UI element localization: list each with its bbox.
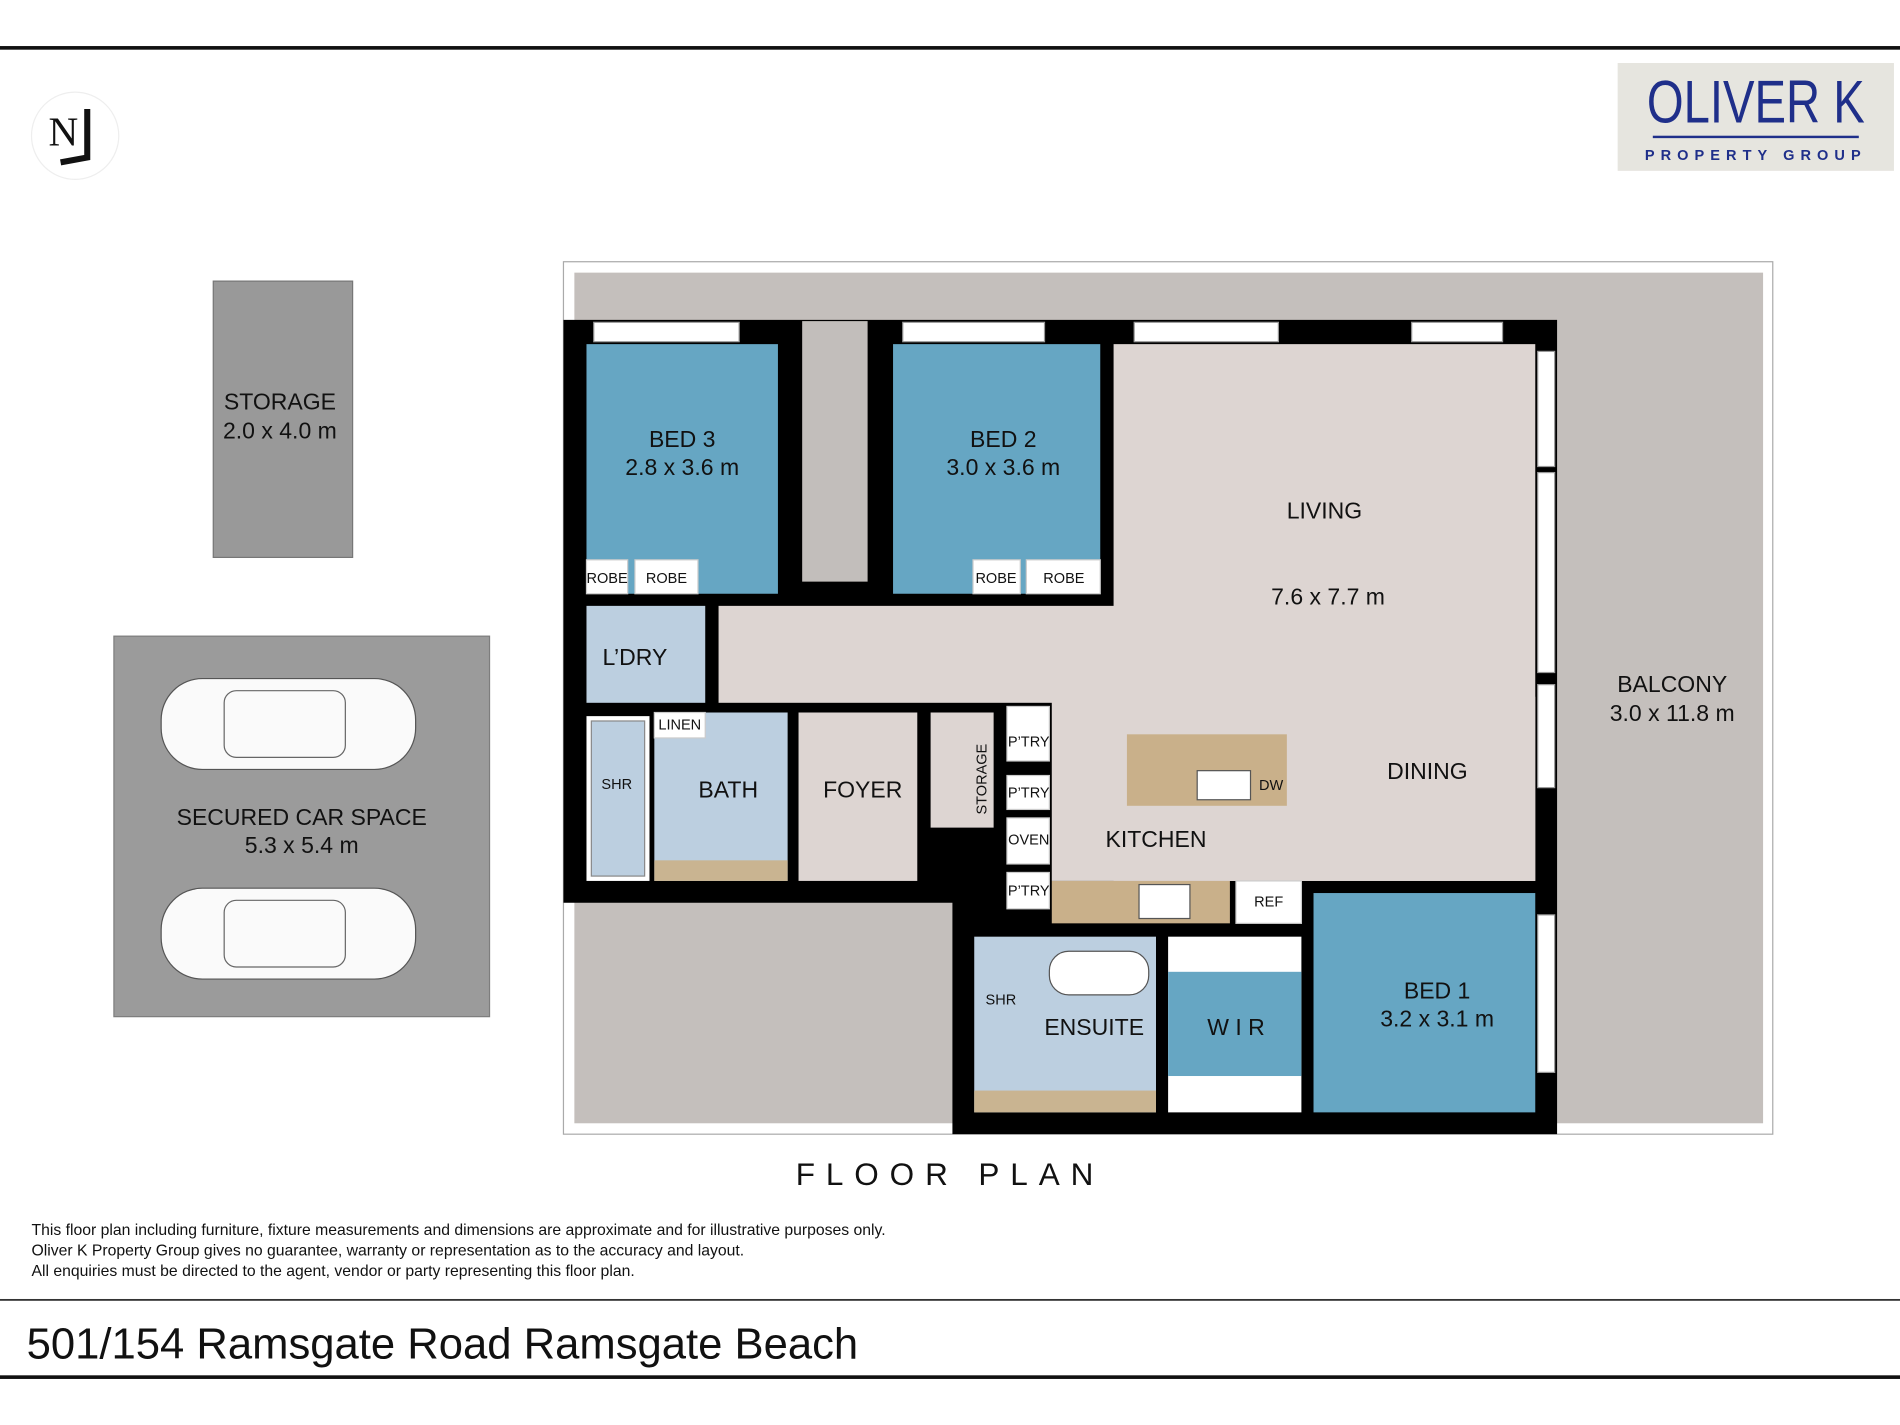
- property-address: 501/154 Ramsgate Road Ramsgate Beach: [27, 1320, 859, 1368]
- ensuite-shower-label: SHR: [986, 993, 1017, 1009]
- bed1-label: BED 1: [1404, 977, 1471, 1003]
- bed2-size: 3.0 x 3.6 m: [946, 454, 1060, 480]
- bottom-rule: [0, 1375, 1900, 1379]
- living-size: 7.6 x 7.7 m: [1271, 584, 1385, 610]
- cooktop-icon: [1138, 883, 1191, 920]
- bath-vanity: [654, 860, 788, 881]
- footer-rule: [0, 1298, 1900, 1301]
- car-icon: [160, 887, 417, 980]
- robe-label: ROBE: [586, 571, 627, 587]
- storage-size: 2.0 x 4.0 m: [223, 418, 337, 444]
- car-space: SECURED CAR SPACE 5.3 x 5.4 m: [113, 635, 491, 1018]
- bed1-room: [1313, 893, 1536, 1113]
- bed2-room: [893, 344, 1101, 594]
- kitchen-label: KITCHEN: [1105, 826, 1206, 852]
- brand-name: OLIVER K: [1647, 68, 1865, 136]
- pantry: [1006, 774, 1050, 811]
- shower-label: SHR: [601, 777, 632, 793]
- robe-label: ROBE: [646, 571, 687, 587]
- car-space-label: SECURED CAR SPACE: [177, 804, 427, 830]
- linen-label: LINEN: [658, 717, 701, 733]
- storage-cage: STORAGE 2.0 x 4.0 m: [212, 280, 354, 559]
- oven: [1006, 817, 1050, 865]
- compass-letter: N: [48, 108, 78, 154]
- laundry-room: [586, 605, 706, 703]
- robe: [972, 559, 1021, 595]
- pantry: [1006, 705, 1050, 762]
- pantry-label: P’TRY: [1008, 883, 1050, 899]
- sink-icon: [1196, 770, 1252, 801]
- car-icon: [160, 677, 417, 771]
- brand-logo: OLIVER K PROPERTY GROUP: [1617, 63, 1894, 171]
- dishwasher-label: DW: [1259, 778, 1283, 794]
- top-rule: [0, 46, 1900, 50]
- oven-label: OVEN: [1008, 833, 1049, 849]
- robe-label: ROBE: [1043, 571, 1084, 587]
- brand-tagline: PROPERTY GROUP: [1645, 148, 1867, 164]
- pantry: [1006, 871, 1050, 910]
- ensuite-label: ENSUITE: [1044, 1014, 1144, 1040]
- disclaimer-line: All enquiries must be directed to the ag…: [32, 1263, 635, 1280]
- windows: [593, 321, 1556, 1073]
- plan-title: FLOOR PLAN: [796, 1156, 1105, 1192]
- north-compass-icon: N: [30, 91, 120, 180]
- bed2-label: BED 2: [970, 426, 1037, 452]
- duct: [802, 321, 868, 582]
- disclaimer-line: Oliver K Property Group gives no guarant…: [32, 1242, 745, 1259]
- ensuite-vanity: [974, 1090, 1156, 1113]
- bed3-room: [586, 344, 778, 594]
- bath-label: BATH: [698, 776, 758, 802]
- balcony-size: 3.0 x 11.8 m: [1610, 700, 1735, 726]
- storage-label: STORAGE: [224, 389, 336, 415]
- balcony-label: BALCONY: [1617, 671, 1727, 697]
- bed1-size: 3.2 x 3.1 m: [1380, 1005, 1494, 1031]
- robe: [585, 559, 629, 595]
- laundry-label: L’DRY: [603, 644, 668, 670]
- disclaimer-line: This floor plan including furniture, fix…: [32, 1222, 886, 1239]
- foyer-label: FOYER: [823, 776, 902, 802]
- robe-label: ROBE: [975, 571, 1016, 587]
- pantry-label: P’TRY: [1008, 785, 1050, 801]
- fridge: [1235, 880, 1303, 924]
- bed3-label: BED 3: [649, 426, 716, 452]
- robe: [1025, 559, 1101, 595]
- bathtub-icon: [1048, 950, 1150, 996]
- pantry-label: P’TRY: [1008, 734, 1050, 750]
- car-space-size: 5.3 x 5.4 m: [245, 832, 359, 858]
- storage-cupboard-label: STORAGE: [974, 743, 990, 814]
- bed3-size: 2.8 x 3.6 m: [625, 454, 739, 480]
- living-label: LIVING: [1287, 498, 1362, 524]
- bath-room: [654, 712, 788, 881]
- dining-label: DINING: [1387, 758, 1468, 784]
- linen-cupboard: [653, 711, 706, 739]
- robe: [634, 559, 699, 595]
- wir-label: W I R: [1207, 1014, 1265, 1040]
- fridge-label: REF: [1254, 894, 1283, 910]
